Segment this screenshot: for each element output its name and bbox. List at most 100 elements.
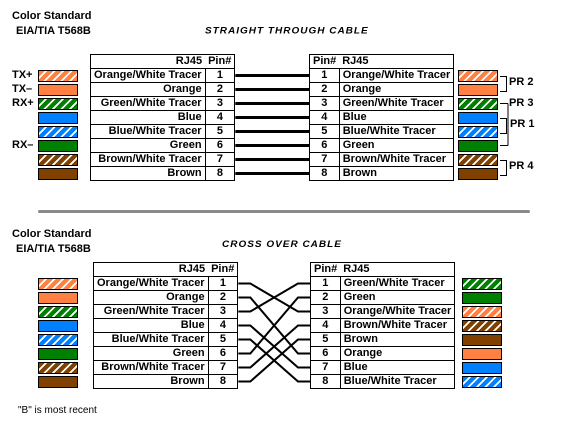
signal-label: RX– bbox=[12, 138, 34, 151]
wire-color-name: Brown bbox=[90, 166, 206, 181]
pin-number: 1 bbox=[309, 68, 340, 83]
pair-label: PR 4 bbox=[509, 159, 534, 172]
wire-color-name: Orange bbox=[339, 346, 456, 361]
pair-bracket bbox=[500, 159, 507, 176]
wire-color-name: Orange bbox=[338, 82, 455, 97]
wire-color-swatch bbox=[458, 97, 498, 110]
wire-color-name: Orange/White Tracer bbox=[339, 304, 456, 319]
wire-color-name: Green/White Tracer bbox=[339, 276, 456, 291]
pin-number: 5 bbox=[309, 124, 340, 139]
section-divider bbox=[38, 210, 530, 213]
wire-color-swatch bbox=[38, 139, 78, 152]
wire-color-swatch bbox=[38, 83, 78, 96]
wire-color-name: Green bbox=[338, 138, 455, 153]
header-rj45: RJ45 bbox=[340, 262, 456, 277]
pin-number: 5 bbox=[207, 332, 239, 347]
wire-color-swatch bbox=[458, 83, 498, 96]
pin-number: 4 bbox=[309, 110, 340, 125]
pin-number: 8 bbox=[204, 166, 236, 181]
wire-color-name: Brown/White Tracer bbox=[93, 360, 209, 375]
header-pin: Pin# bbox=[208, 262, 239, 277]
pin-number: 2 bbox=[309, 82, 340, 97]
header-pin: Pin# bbox=[309, 54, 340, 69]
pin-number: 4 bbox=[207, 318, 239, 333]
pin-number: 3 bbox=[310, 304, 341, 319]
wire-color-swatch bbox=[462, 319, 502, 332]
pin-number: 3 bbox=[204, 96, 236, 111]
crossover-wire bbox=[238, 324, 310, 369]
pin-number: 2 bbox=[204, 82, 236, 97]
wire-color-swatch bbox=[38, 291, 78, 304]
wire-color-swatch bbox=[462, 305, 502, 318]
wire-color-swatch bbox=[38, 153, 78, 166]
wire-color-swatch bbox=[458, 69, 498, 82]
straight-standard-label-1: Color Standard bbox=[12, 10, 92, 22]
wire-color-name: Brown/White Tracer bbox=[338, 152, 455, 167]
wire-color-name: Orange bbox=[93, 290, 209, 305]
crossover-wire bbox=[238, 296, 310, 355]
wire-color-name: Blue bbox=[339, 360, 456, 375]
pin-number: 1 bbox=[310, 276, 341, 291]
crossover-wire bbox=[238, 282, 310, 313]
pin-number: 8 bbox=[310, 374, 341, 389]
pair-bracket bbox=[500, 75, 507, 92]
wire-color-swatch bbox=[458, 139, 498, 152]
pin-number: 2 bbox=[207, 290, 239, 305]
crossover-wire bbox=[238, 324, 310, 369]
wire-color-swatch bbox=[462, 333, 502, 346]
wire-color-swatch bbox=[38, 111, 78, 124]
wire-color-swatch bbox=[38, 277, 78, 290]
wire-color-name: Green/White Tracer bbox=[338, 96, 455, 111]
pin-number: 6 bbox=[310, 346, 341, 361]
cross-standard-label-1: Color Standard bbox=[12, 228, 92, 240]
header-rj45: RJ45 bbox=[339, 54, 455, 69]
wire-color-swatch bbox=[462, 291, 502, 304]
header-pin: Pin# bbox=[310, 262, 341, 277]
wire-color-name: Green/White Tracer bbox=[93, 304, 209, 319]
wire-color-swatch bbox=[38, 347, 78, 360]
wire-color-name: Brown bbox=[93, 374, 209, 389]
pin-number: 6 bbox=[309, 138, 340, 153]
cross-standard-label-2: EIA/TIA T568B bbox=[16, 243, 91, 255]
pin-number: 3 bbox=[207, 304, 239, 319]
wire-color-swatch bbox=[458, 125, 498, 138]
wire-color-swatch bbox=[38, 319, 78, 332]
wire-color-swatch bbox=[38, 125, 78, 138]
wire-color-name: Blue/White Tracer bbox=[93, 332, 209, 347]
pin-number: 6 bbox=[204, 138, 236, 153]
straight-standard-label-2: EIA/TIA T568B bbox=[16, 25, 91, 37]
wire-color-name: Blue/White Tracer bbox=[339, 374, 456, 389]
pin-number: 5 bbox=[204, 124, 236, 139]
table-header: Pin# RJ45 bbox=[310, 262, 456, 277]
wire-color-name: Blue/White Tracer bbox=[90, 124, 206, 139]
wire-color-name: Green bbox=[90, 138, 206, 153]
pin-number: 6 bbox=[207, 346, 239, 361]
pin-number: 7 bbox=[309, 152, 340, 167]
header-rj45: RJ45 bbox=[90, 54, 206, 69]
wire-color-name: Green/White Tracer bbox=[90, 96, 206, 111]
straight-title: STRAIGHT THROUGH CABLE bbox=[205, 26, 369, 37]
pin-number: 4 bbox=[310, 318, 341, 333]
table-header: Pin# RJ45 bbox=[309, 54, 455, 69]
pin-number: 5 bbox=[310, 332, 341, 347]
